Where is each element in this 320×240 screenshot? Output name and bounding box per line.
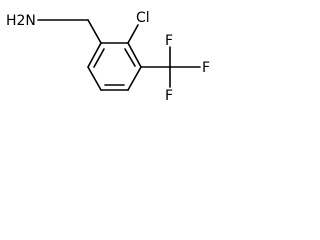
benzene-ring [87, 42, 142, 91]
ring-double-bond-c2-c3 [124, 48, 136, 67]
molecule-structure-diagram: H2N Cl F F F [6, 10, 210, 104]
ring-bond-c5-c6 [87, 66, 102, 91]
ring-bond-c3-c4 [127, 66, 142, 91]
bond-ring-to-cl [127, 24, 139, 44]
ring-bond-c6-c1 [87, 42, 102, 68]
ring-bond-c2-c3 [127, 42, 142, 68]
ring-double-bond-c6-c1 [93, 48, 105, 68]
fluoro-bottom-label: F [165, 88, 173, 104]
amine-label: H2N [6, 13, 36, 29]
chloro-label: Cl [136, 10, 150, 26]
fluoro-top-label: F [165, 33, 173, 49]
bond-ring-to-ch2 [87, 19, 102, 44]
fluoro-right-label: F [202, 60, 210, 76]
